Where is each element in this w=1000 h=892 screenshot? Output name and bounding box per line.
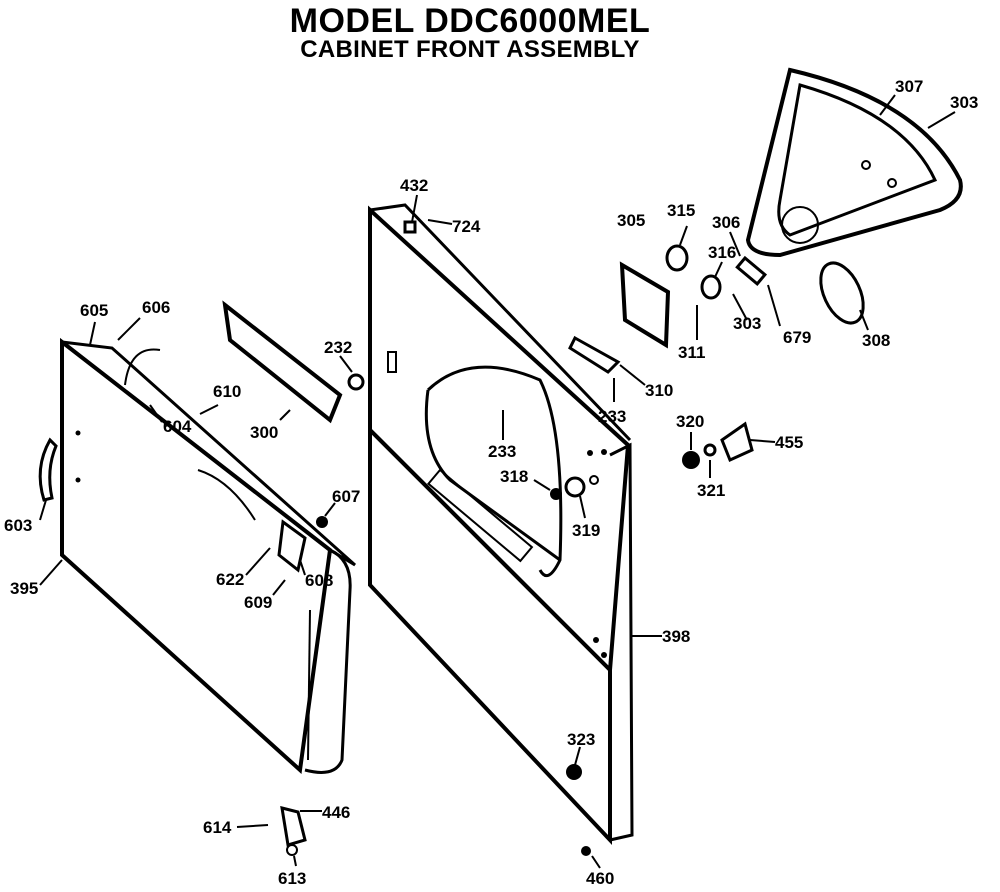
part-label-608: 608 (305, 571, 333, 590)
part-label-432: 432 (400, 176, 428, 195)
part-label-622: 622 (216, 570, 244, 589)
part-label-679: 679 (783, 328, 811, 347)
part-label-320: 320 (676, 412, 704, 431)
part-label-398: 398 (662, 627, 690, 646)
part-label-307: 307 (895, 77, 923, 96)
part-label-724: 724 (452, 217, 481, 236)
part-label-460: 460 (586, 869, 614, 888)
part-label-606: 606 (142, 298, 170, 317)
part-label-308: 308 (862, 331, 890, 350)
part-label-233-right: 233 (598, 407, 626, 426)
part-label-311: 311 (678, 343, 705, 362)
part-label-614: 614 (203, 818, 232, 837)
part-label-233-center: 233 (488, 442, 516, 461)
drum-seal-ring (819, 261, 865, 325)
part-label-232: 232 (324, 338, 352, 357)
part-label-604: 604 (163, 417, 192, 436)
front-bulkhead (745, 67, 963, 258)
part-label-300: 300 (250, 423, 278, 442)
part-label-323: 323 (567, 730, 595, 749)
part-label-446: 446 (322, 803, 350, 822)
part-label-316: 316 (708, 243, 736, 262)
part-label-605: 605 (80, 301, 108, 320)
part-label-305: 305 (617, 211, 645, 230)
part-labels: 307 303 432 724 305 315 306 316 303 679 … (4, 77, 978, 888)
part-label-395: 395 (10, 579, 38, 598)
part-label-321: 321 (697, 481, 725, 500)
part-label-315: 315 (667, 201, 695, 220)
door-panel (60, 337, 356, 775)
part-label-318: 318 (500, 467, 528, 486)
part-label-310: 310 (645, 381, 673, 400)
assembly-title: CABINET FRONT ASSEMBLY (300, 36, 640, 63)
part-label-609: 609 (244, 593, 272, 612)
cabinet-front-panel (368, 203, 634, 846)
part-label-303-upper: 303 (950, 93, 978, 112)
part-label-603: 603 (4, 516, 32, 535)
part-label-610: 610 (213, 382, 241, 401)
part-label-306: 306 (712, 213, 740, 232)
leader-lines (39, 94, 956, 869)
part-label-607: 607 (332, 487, 360, 506)
part-label-319: 319 (572, 521, 600, 540)
door-handle (38, 437, 58, 502)
part-label-613: 613 (278, 869, 306, 888)
part-label-303-lower: 303 (733, 314, 761, 333)
small-parts (222, 220, 768, 856)
model-title: MODEL DDC6000MEL (289, 2, 651, 40)
part-label-455: 455 (775, 433, 803, 452)
